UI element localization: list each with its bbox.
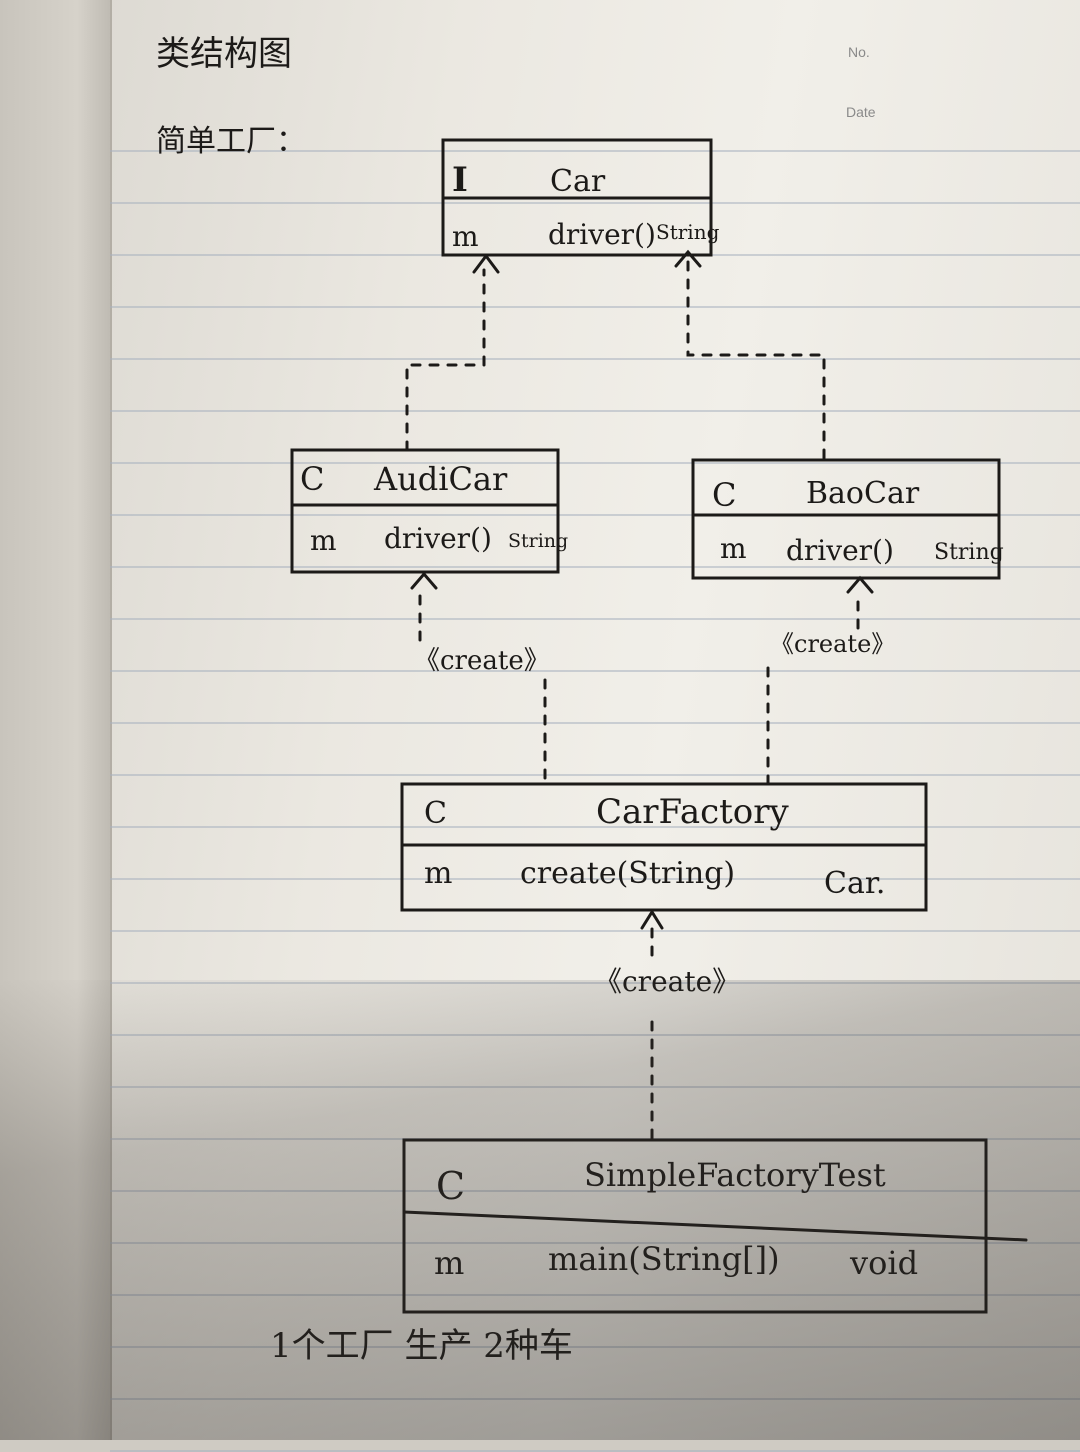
ruled-line	[110, 1086, 1080, 1088]
audi-method: driver()	[384, 522, 492, 555]
ruled-line	[110, 462, 1080, 464]
ruled-line	[110, 202, 1080, 204]
ruled-line	[110, 878, 1080, 880]
bao-return-type: String	[934, 540, 1004, 565]
ruled-line	[110, 1346, 1080, 1348]
ruled-line	[110, 982, 1080, 984]
class-box-baocar	[691, 458, 1001, 580]
ruled-line	[110, 618, 1080, 620]
audi-method-kind: m	[310, 524, 337, 557]
class-box-carfactory	[400, 782, 928, 912]
create-label-factory: 《create》	[594, 965, 741, 998]
test-kind-label: C	[436, 1164, 466, 1208]
ruled-line	[110, 566, 1080, 568]
ruled-line	[110, 774, 1080, 776]
car-class-name: Car	[550, 164, 606, 199]
create-label-bao: 《create》	[770, 630, 896, 658]
ruled-line	[110, 1398, 1080, 1400]
factory-return-type: Car.	[824, 866, 886, 901]
factory-method: create(String)	[520, 856, 736, 891]
factory-class-name: CarFactory	[596, 792, 789, 832]
bao-class-name: BaoCar	[806, 476, 920, 511]
footer-note: 1个工厂 生产 2种车	[270, 1326, 573, 1366]
ruled-line	[110, 930, 1080, 932]
ruled-line	[110, 410, 1080, 412]
test-return-type: void	[850, 1244, 919, 1282]
ruled-line	[110, 1294, 1080, 1296]
page-title: 类结构图	[156, 34, 292, 74]
ruled-line	[110, 1034, 1080, 1036]
notebook-binding	[0, 0, 112, 1440]
test-method-kind: m	[434, 1244, 465, 1282]
audi-kind-label: C	[300, 460, 325, 498]
car-return-type: String	[656, 220, 720, 244]
ruled-line	[110, 722, 1080, 724]
class-box-simplefactorytest	[402, 1138, 988, 1314]
bao-method-kind: m	[720, 532, 747, 565]
factory-method-kind: m	[424, 856, 453, 891]
ruled-line	[110, 306, 1080, 308]
ruled-line	[110, 1242, 1080, 1244]
ruled-line	[110, 514, 1080, 516]
factory-kind-label: C	[424, 796, 447, 831]
car-method-kind: m	[452, 220, 479, 253]
bao-kind-label: C	[712, 476, 737, 514]
class-box-audicar	[290, 448, 560, 574]
test-class-name: SimpleFactoryTest	[584, 1156, 886, 1194]
bao-method: driver()	[786, 534, 894, 567]
ruled-line	[110, 358, 1080, 360]
ruled-line	[110, 826, 1080, 828]
car-kind-label: I	[452, 160, 468, 200]
date-label: Date	[846, 104, 876, 120]
create-label-audi: 《create》	[414, 646, 550, 676]
audi-return-type: String	[508, 530, 569, 552]
ruled-line	[110, 1190, 1080, 1192]
section-subtitle: 简单工厂：	[156, 124, 306, 159]
no-label: No.	[848, 44, 870, 60]
car-method: driver()	[548, 218, 656, 251]
ruled-line	[110, 670, 1080, 672]
audi-class-name: AudiCar	[374, 460, 508, 498]
ruled-line	[110, 150, 1080, 152]
test-method: main(String[])	[548, 1240, 780, 1278]
